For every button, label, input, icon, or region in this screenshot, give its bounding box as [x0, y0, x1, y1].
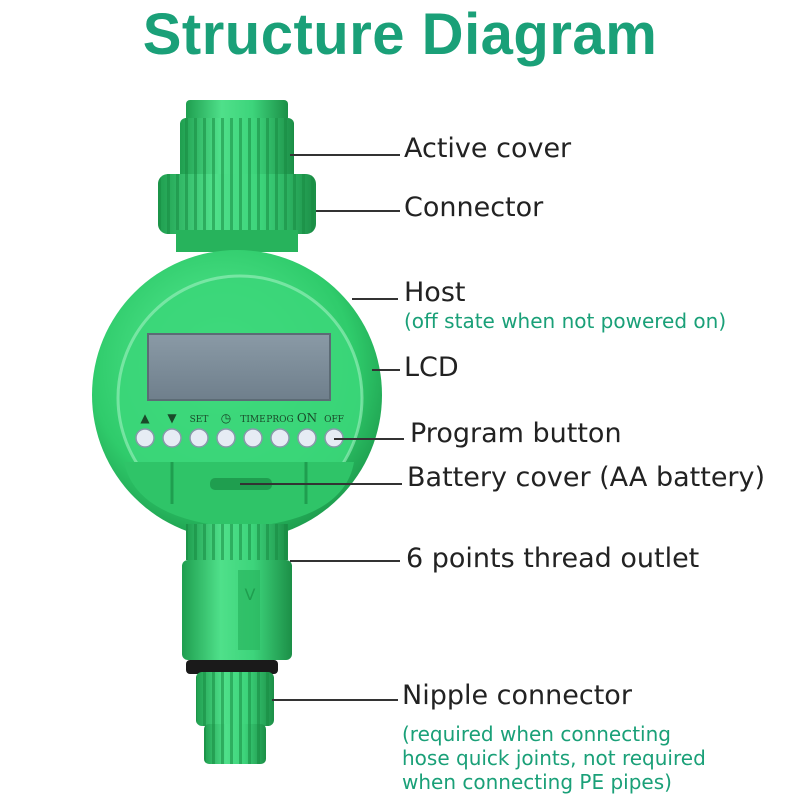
program-button-3[interactable] — [216, 428, 236, 448]
program-button-4[interactable] — [243, 428, 263, 448]
button-label-5: PROG — [266, 415, 293, 425]
program-button-2[interactable] — [189, 428, 209, 448]
connector-part — [158, 174, 316, 252]
active-cover-part — [180, 100, 294, 180]
callout-thread-outlet: 6 points thread outlet — [406, 543, 700, 574]
button-label-4: TIME — [240, 415, 265, 425]
program-button-row — [135, 428, 344, 448]
page-title: Structure Diagram — [142, 2, 658, 67]
button-label-6: ON — [297, 411, 317, 425]
button-label-1: ▼ — [167, 411, 177, 425]
leader-battery-cover — [240, 483, 402, 485]
leader-program-button — [334, 438, 404, 440]
leader-host — [352, 298, 398, 300]
lcd-screen — [147, 333, 331, 401]
thread-outlet-part — [182, 524, 292, 660]
program-button-1[interactable] — [162, 428, 182, 448]
leader-thread-outlet — [290, 560, 400, 562]
callout-nipple-connector: Nipple connector — [402, 680, 632, 711]
o-ring — [186, 660, 278, 674]
button-label-0: ▲ — [140, 411, 150, 425]
callout-program-button: Program button — [410, 418, 622, 449]
program-button-5[interactable] — [270, 428, 290, 448]
outlet-marking: V — [245, 585, 256, 604]
button-label-2: SET — [190, 415, 209, 425]
callout-nipple-note-line-1: (required when connecting — [402, 722, 671, 746]
button-label-3: ◷ — [221, 411, 232, 425]
callout-nipple-note-line-2: hose quick joints, not required — [402, 746, 706, 770]
callout-lcd: LCD — [404, 352, 459, 383]
callout-nipple-note-line-3: when connecting PE pipes) — [402, 770, 672, 794]
program-button-6[interactable] — [297, 428, 317, 448]
button-label-7: OFF — [324, 415, 344, 425]
callout-active-cover: Active cover — [404, 133, 572, 164]
nipple-connector-part — [196, 672, 274, 764]
program-button-0[interactable] — [135, 428, 155, 448]
leader-active-cover — [290, 154, 400, 156]
leader-nipple-connector — [272, 699, 398, 701]
callout-host-note: (off state when not powered on) — [404, 309, 727, 333]
leader-connector — [316, 210, 400, 212]
callout-connector: Connector — [404, 192, 544, 223]
battery-cover-part — [124, 462, 354, 528]
leader-lcd — [372, 369, 400, 371]
callout-battery-cover: Battery cover (AA battery) — [407, 462, 766, 493]
callout-host: Host — [404, 277, 466, 308]
